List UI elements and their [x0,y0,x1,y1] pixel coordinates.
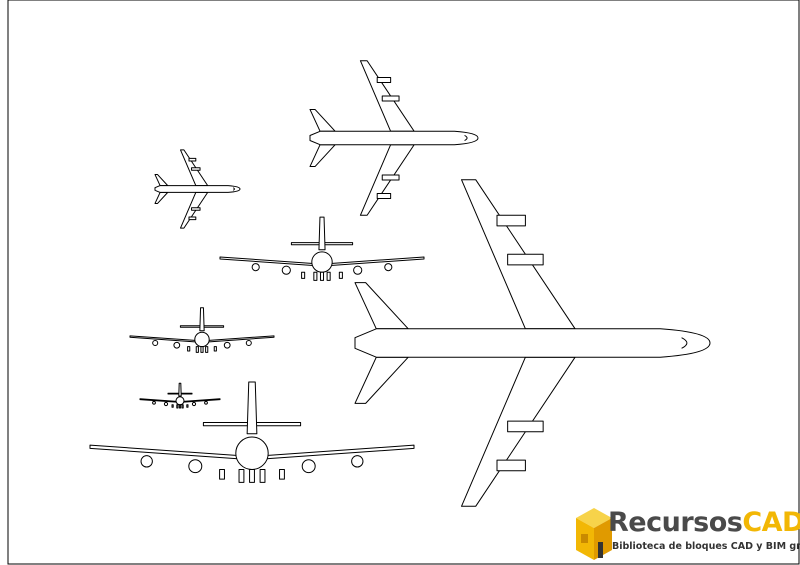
top-view-small [154,149,241,229]
drawing-frame [7,0,800,565]
top-view-large [353,177,712,509]
box-logo-icon [576,508,612,560]
front-view-b [129,307,275,353]
brand-recursos: Recursos [608,507,743,538]
brand-cad: CAD [742,507,800,538]
top-view-medium [309,59,479,217]
recursoscad-logo: RecursosCAD Biblioteca de bloques CAD y … [572,504,800,565]
logo-brand: RecursosCAD [608,508,800,538]
logo-tagline: Biblioteca de bloques CAD y BIM gratuita [612,541,800,552]
front-view-a [219,216,425,281]
front-view-c [139,383,221,409]
